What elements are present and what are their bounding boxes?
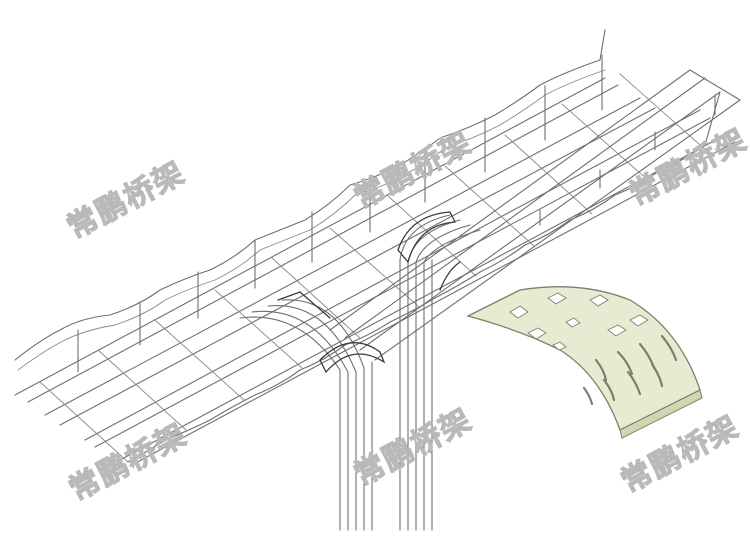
- vertical-drop-left: [239, 291, 386, 531]
- curved-connector-plate: [466, 286, 703, 439]
- branch-tray-posts: [539, 94, 716, 226]
- branch-tray: [329, 69, 741, 361]
- bend-plate-left: [319, 342, 386, 374]
- vertical-drop-right: [397, 211, 481, 531]
- bend-plate-right: [397, 211, 457, 264]
- plate-slots: [582, 334, 678, 406]
- main-tray-back-rail: [14, 29, 606, 361]
- main-tray-back-posts: [77, 54, 603, 373]
- main-tray: [14, 29, 736, 467]
- main-tray-cross-wires: [39, 73, 709, 463]
- plate-holes: [509, 292, 649, 351]
